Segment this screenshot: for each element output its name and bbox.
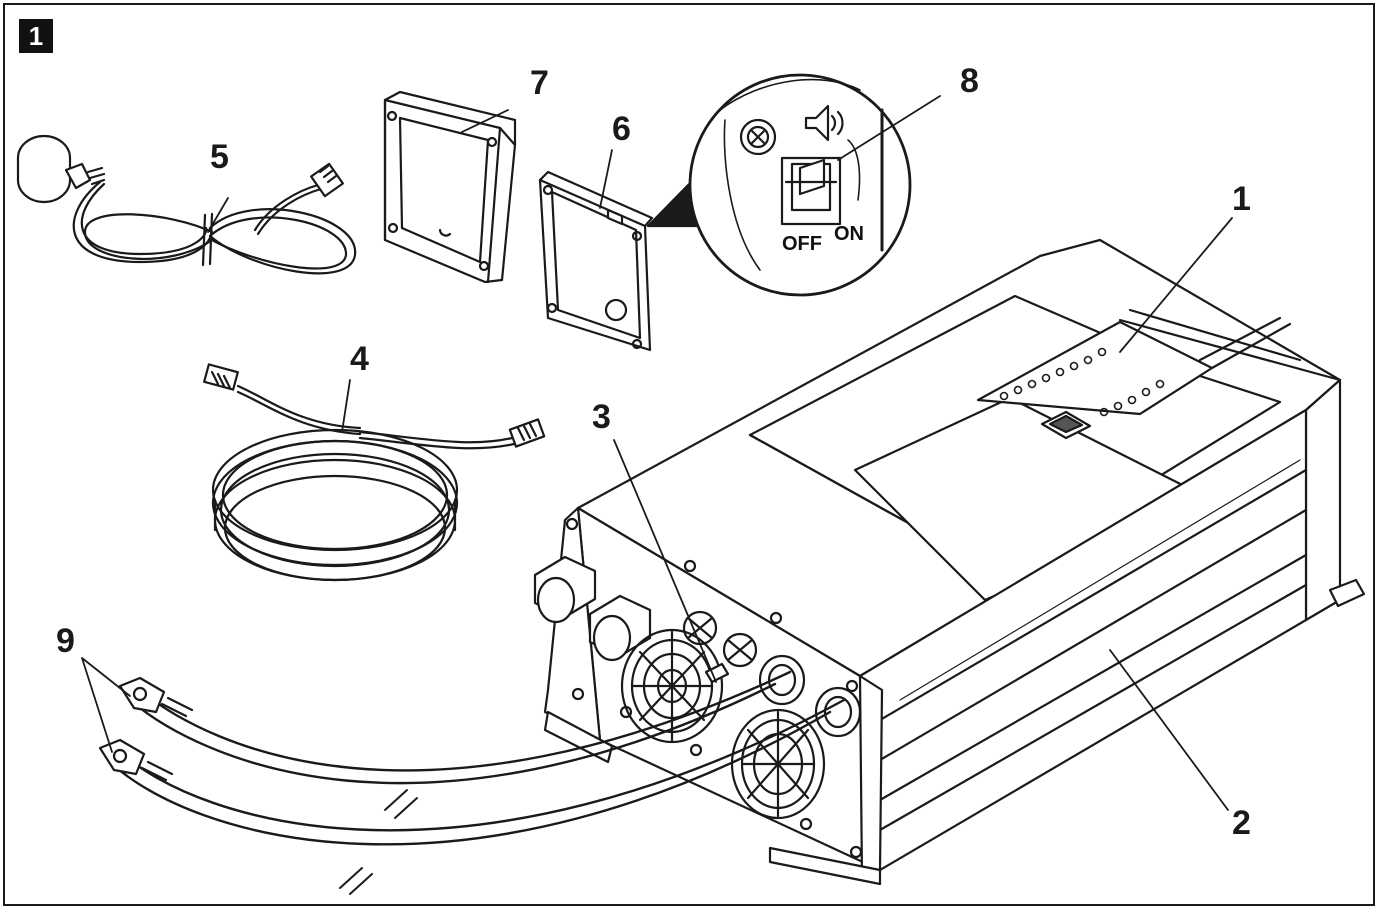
data-cable bbox=[203, 363, 546, 582]
battery-cables bbox=[98, 670, 846, 895]
temperature-sensor-cable bbox=[16, 134, 357, 275]
mounting-frame bbox=[383, 90, 517, 284]
switch-detail-magnifier: OFF ON bbox=[646, 73, 912, 297]
callout-7: 7 bbox=[530, 64, 549, 102]
switch-on-label: ON bbox=[834, 223, 864, 245]
callout-4: 4 bbox=[350, 340, 369, 378]
callout-9: 9 bbox=[56, 622, 75, 660]
callout-5: 5 bbox=[210, 138, 229, 176]
battery-charger-unit bbox=[533, 238, 1366, 886]
callout-3: 3 bbox=[592, 398, 611, 436]
cooling-fan-left bbox=[620, 628, 724, 744]
fuse-connector bbox=[682, 610, 758, 684]
callout-8: 8 bbox=[960, 62, 979, 100]
leader-lines bbox=[81, 95, 1233, 811]
cooling-fan-right bbox=[730, 708, 826, 820]
callout-2: 2 bbox=[1232, 804, 1251, 842]
remote-control-panel bbox=[538, 170, 654, 352]
figure-number-badge: 1 bbox=[19, 19, 53, 53]
callout-1: 1 bbox=[1232, 180, 1251, 218]
callout-6: 6 bbox=[612, 110, 631, 148]
switch-off-label: OFF bbox=[782, 233, 822, 255]
